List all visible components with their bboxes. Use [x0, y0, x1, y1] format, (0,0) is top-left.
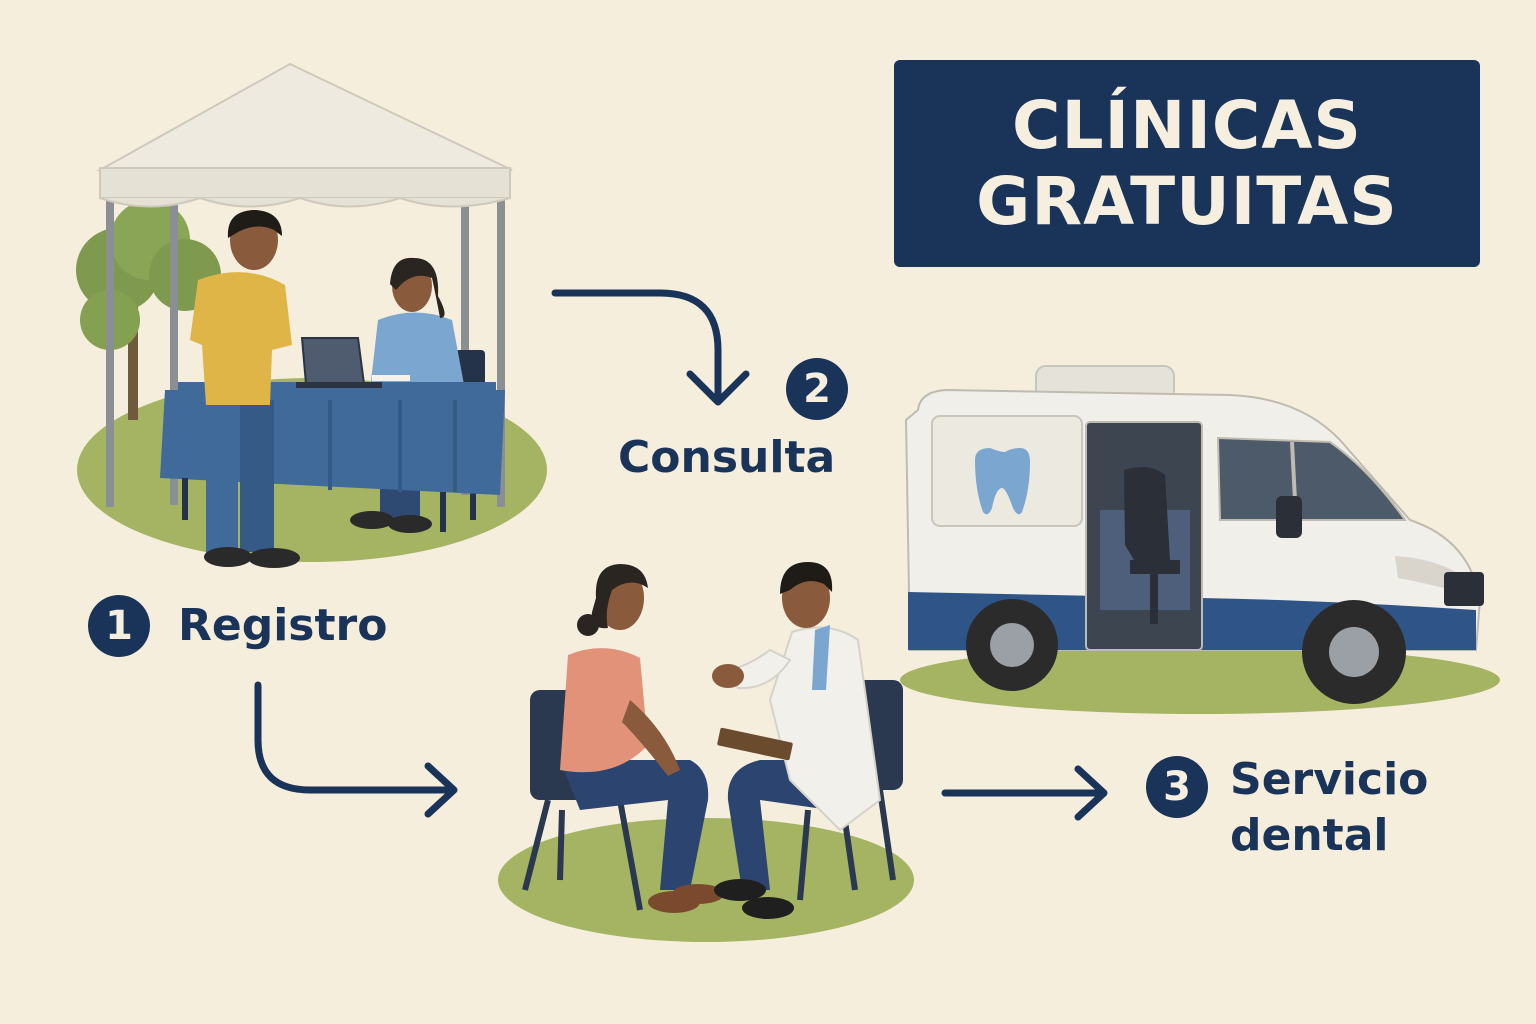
arrow-1-to-2 [551, 289, 750, 406]
title-banner: CLÍNICAS GRATUITAS [894, 60, 1480, 267]
van-grille [1444, 572, 1484, 606]
step-label: Servicio dental [1230, 754, 1429, 861]
laptop-icon [296, 337, 410, 388]
step-label: Consulta [618, 432, 836, 483]
tent-canopy [96, 62, 513, 208]
registration-scene [76, 62, 547, 568]
title-line-2: GRATUITAS [976, 162, 1398, 240]
registrant-person [190, 210, 300, 568]
step-number-badge: 3 [1146, 756, 1208, 818]
tooth-icon [975, 448, 1030, 515]
step-servicio-dental: 3 Servicio dental [1146, 752, 1460, 864]
arrow-consulta-to-dental [941, 765, 1108, 821]
grass-patch [498, 818, 914, 942]
doctor-person [712, 562, 882, 919]
step-registro: 1 Registro [88, 595, 387, 657]
van-wheels [966, 599, 1406, 704]
dental-van-scene [900, 365, 1500, 714]
arrow-registro-to-consulta [254, 681, 458, 818]
step-label: Registro [178, 600, 388, 651]
dental-chair-icon [1124, 466, 1170, 570]
consultation-scene [498, 562, 914, 942]
title-line-1: CLÍNICAS [1012, 86, 1362, 164]
clipboard-icon [717, 727, 793, 761]
patient-person [560, 564, 724, 913]
step-number-badge: 1 [88, 595, 150, 657]
step-number-badge: 2 [786, 358, 848, 420]
